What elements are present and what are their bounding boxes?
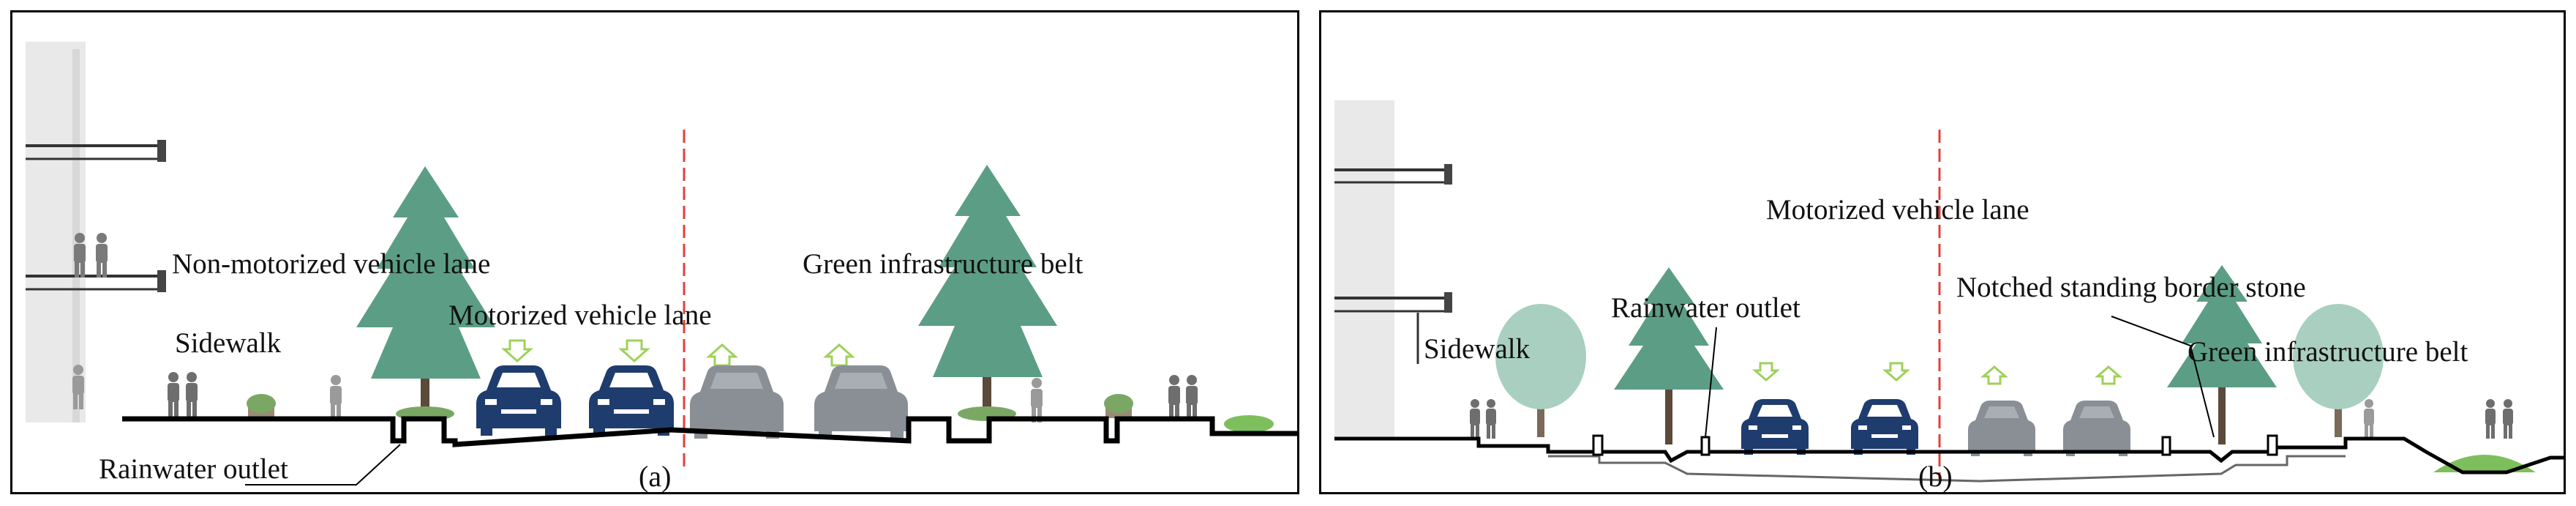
light-tree — [1495, 304, 1586, 437]
car-incoming — [589, 365, 674, 436]
pedestrian — [2503, 399, 2513, 439]
car-outgoing — [814, 365, 908, 439]
pedestrian — [330, 375, 342, 420]
cross-section-b — [1334, 100, 2564, 483]
planter — [247, 394, 276, 418]
caption-a: (a) — [639, 460, 672, 493]
label-motorized-lane: Motorized vehicle lane — [448, 299, 712, 331]
pedestrian — [1031, 378, 1043, 423]
street-tree-right — [2167, 265, 2277, 444]
street-tree-left — [1614, 267, 1724, 444]
arrow-down-icon — [1754, 362, 1779, 382]
grass — [1224, 415, 1274, 433]
label-border-stone: Notched standing border stone — [1956, 272, 2306, 303]
caption-b: (b) — [1918, 460, 1953, 493]
pedestrian — [168, 372, 179, 417]
pedestrian — [1186, 375, 1198, 420]
label-rainwater-outlet: Rainwater outlet — [1611, 292, 1800, 324]
building — [1334, 100, 1452, 437]
border-stone — [1700, 436, 1711, 456]
label-green-belt: Green infrastructure belt — [2188, 336, 2468, 368]
car-outgoing — [2063, 401, 2130, 456]
car-outgoing — [690, 365, 784, 439]
label-rainwater-outlet: Rainwater outlet — [99, 453, 288, 485]
planter — [1104, 394, 1133, 418]
street-tree-left — [356, 166, 495, 421]
cross-section-a — [26, 42, 1297, 485]
arrow-up-icon — [825, 343, 854, 367]
arrow-up-icon — [2096, 365, 2121, 385]
building — [26, 42, 166, 423]
border-stone — [1592, 434, 1604, 456]
car-incoming — [1741, 399, 1809, 455]
arrow-up-icon — [1982, 365, 2007, 385]
label-non-motorized-lane: Non-motorized vehicle lane — [172, 248, 491, 280]
pedestrian — [1486, 399, 1496, 439]
pedestrian — [2364, 399, 2374, 439]
street-tree-right — [918, 165, 1057, 421]
arrow-down-icon — [1884, 362, 1909, 382]
label-motorized-lane: Motorized vehicle lane — [1766, 194, 2029, 226]
outlet-leader-line — [245, 444, 401, 485]
arrow-down-icon — [503, 339, 532, 362]
grass — [2433, 455, 2536, 472]
pedestrian — [186, 372, 198, 417]
outlet-leader-line — [1705, 327, 1717, 438]
label-sidewalk: Sidewalk — [1424, 333, 1531, 365]
arrow-down-icon — [620, 339, 649, 362]
pedestrian — [2485, 399, 2496, 439]
pedestrian — [1168, 375, 1180, 420]
border-stone — [2267, 434, 2278, 456]
ground-profile — [1334, 436, 2564, 475]
arrow-up-icon — [707, 343, 737, 367]
border-stone — [2161, 436, 2171, 456]
border-stone-leader-line — [2111, 316, 2215, 438]
pedestrian — [1470, 399, 1480, 439]
label-sidewalk: Sidewalk — [175, 327, 282, 359]
car-incoming — [1851, 399, 1918, 455]
panel-b: Motorized vehicle lane Rainwater outlet … — [1319, 10, 2566, 494]
car-outgoing — [1968, 401, 2035, 456]
ground-profile — [122, 416, 1297, 447]
panel-a: Non-motorized vehicle lane Green infrast… — [10, 10, 1299, 494]
label-green-belt: Green infrastructure belt — [803, 248, 1084, 280]
car-incoming — [476, 365, 561, 436]
